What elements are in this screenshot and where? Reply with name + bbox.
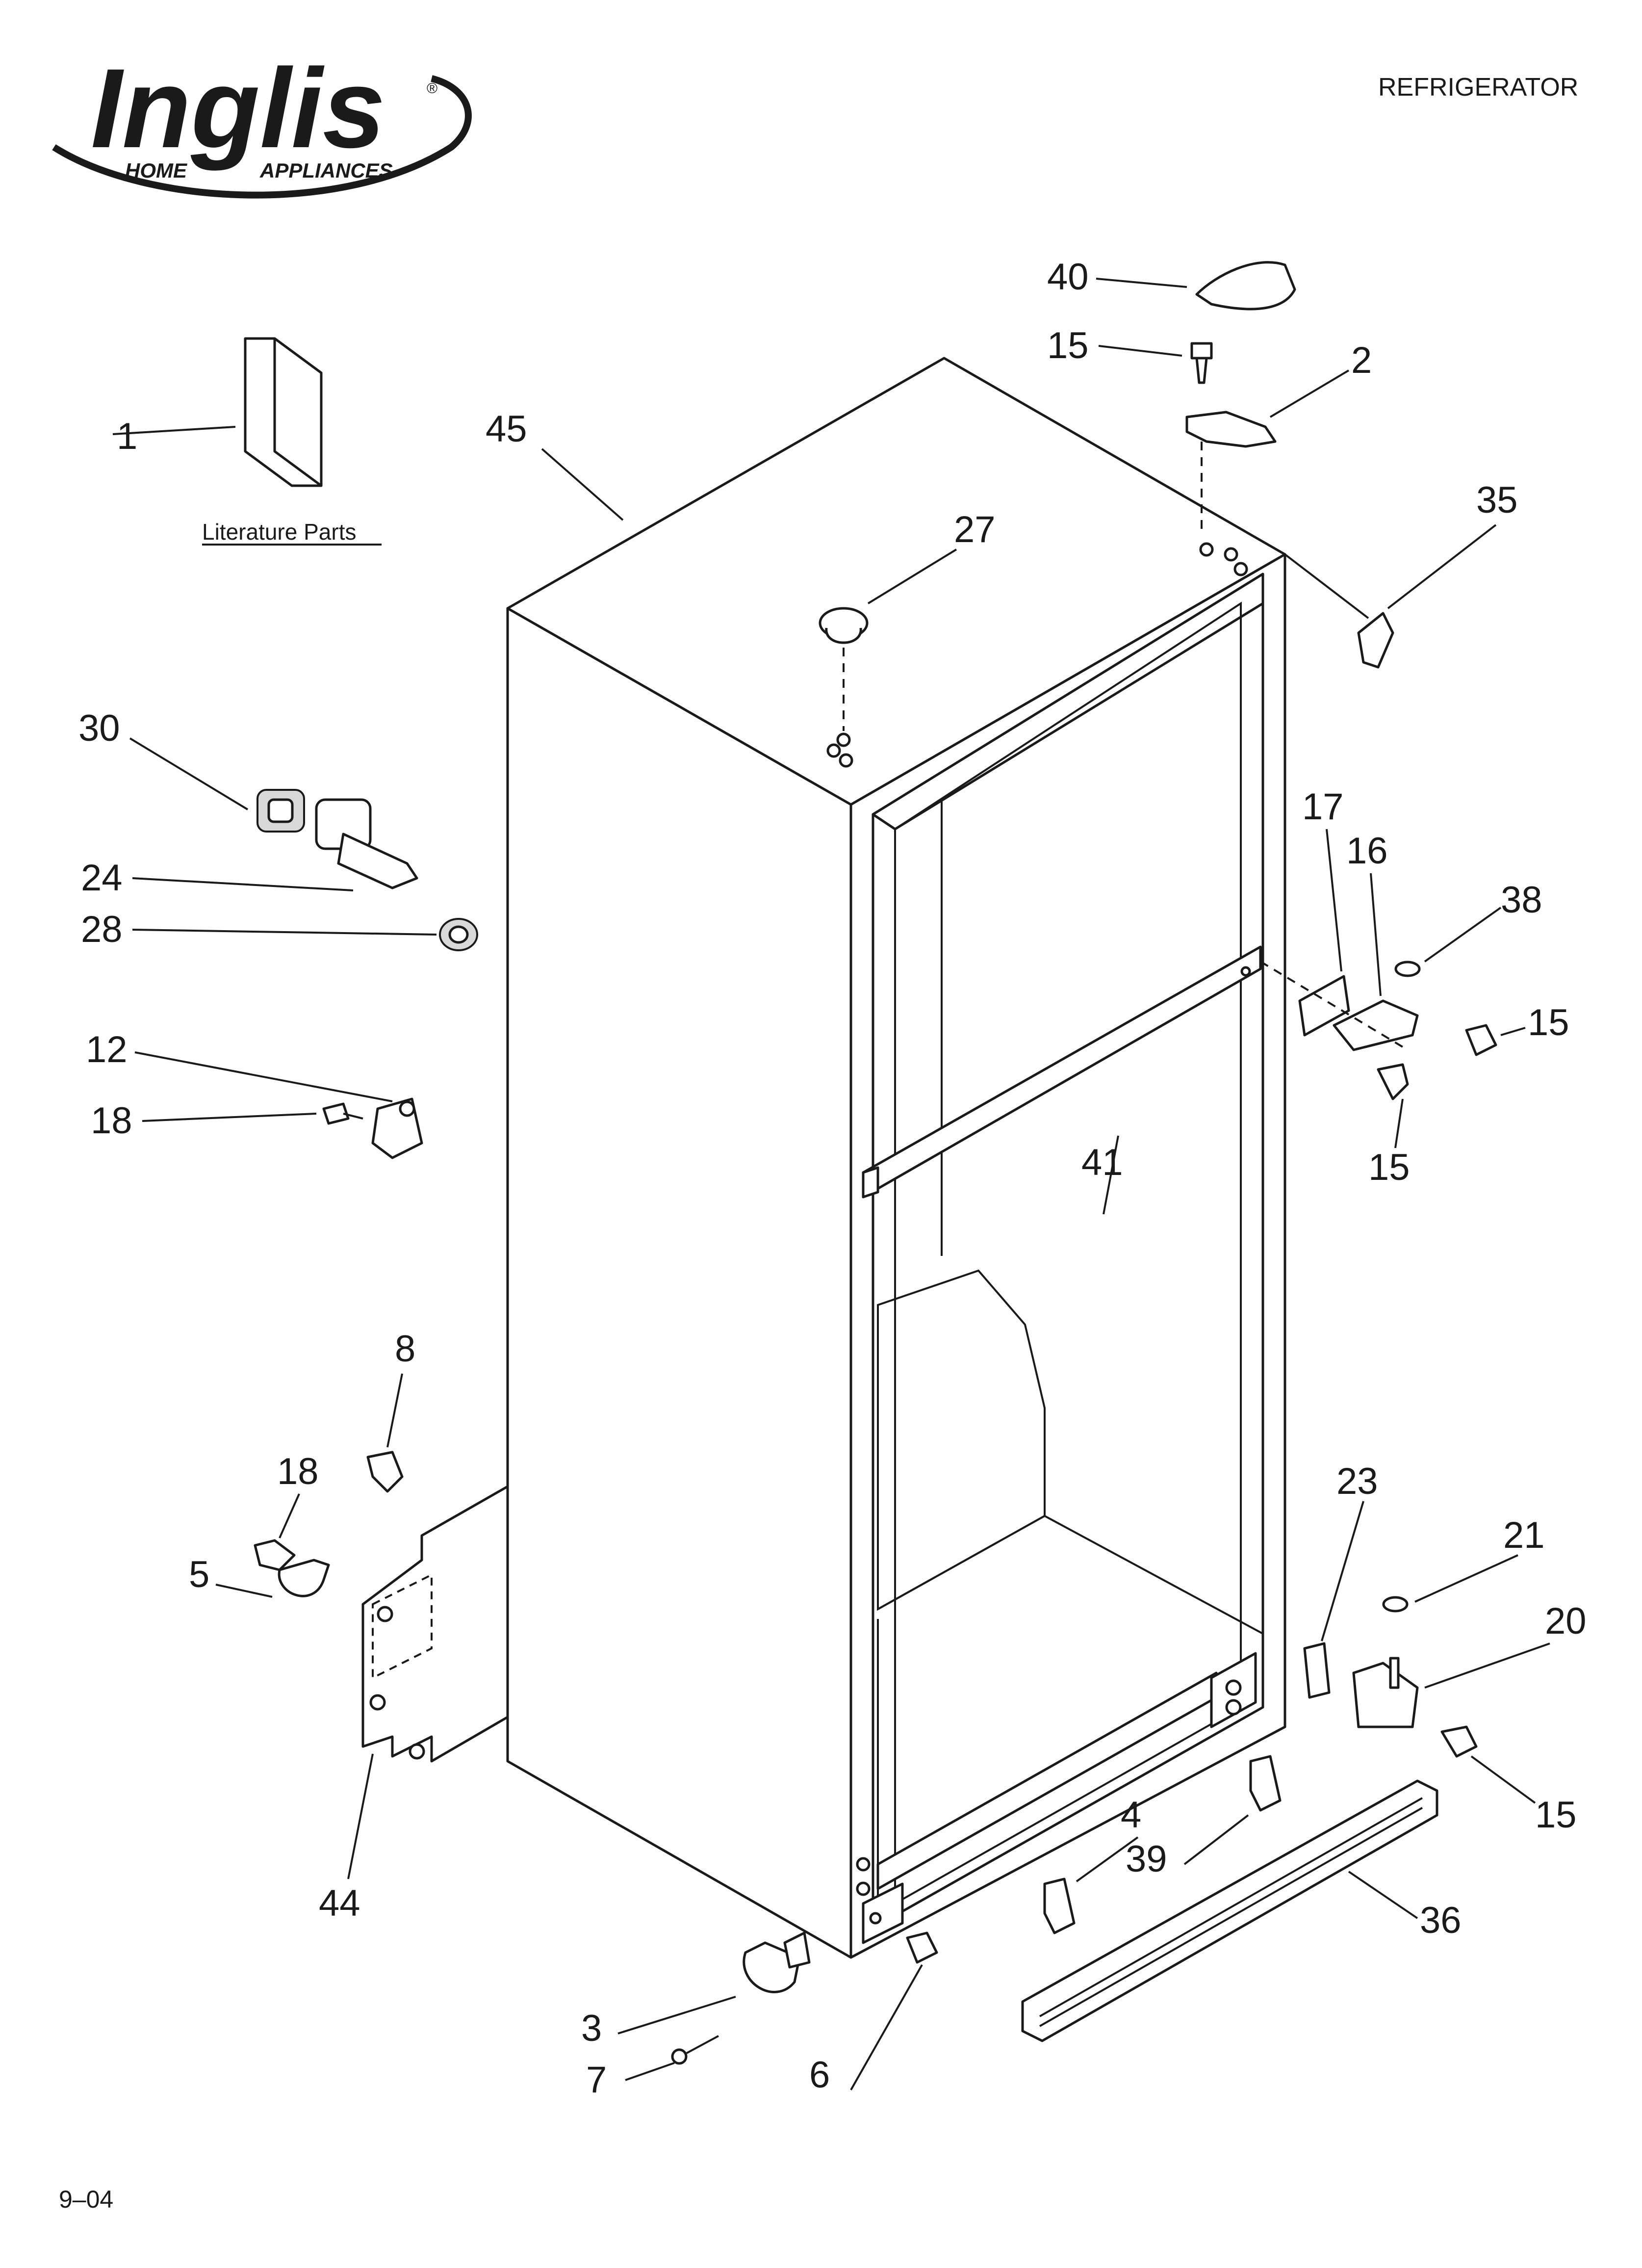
callout-39: 39 (1126, 1838, 1167, 1880)
screw-middle-b (1377, 1063, 1409, 1100)
callout-4: 4 (1121, 1794, 1141, 1836)
callout-18-upper: 18 (91, 1100, 132, 1142)
hinge-washer-38 (1394, 961, 1421, 977)
callout-15-top: 15 (1047, 325, 1089, 366)
screw-6 (906, 1931, 938, 1964)
top-hinge (1185, 411, 1277, 448)
door-stop (1357, 612, 1394, 669)
callout-40: 40 (1047, 256, 1089, 298)
screw-8 (366, 1451, 404, 1493)
hinge-washer-21 (1382, 1596, 1409, 1613)
grille-clip-4 (1043, 1877, 1076, 1934)
screw-middle-a (1465, 1024, 1497, 1056)
callout-2: 2 (1351, 339, 1372, 381)
callout-numbers: 1 45 27 40 15 2 35 30 24 28 12 18 17 16 … (78, 256, 1587, 2101)
callout-8: 8 (395, 1328, 415, 1370)
callout-36: 36 (1420, 1900, 1462, 1941)
hinge-cover-top (1195, 261, 1296, 311)
screw-18-lower (254, 1539, 296, 1571)
callout-23: 23 (1336, 1460, 1378, 1502)
bottom-hinge-shim (1303, 1642, 1331, 1699)
callout-16: 16 (1346, 830, 1388, 872)
callout-5: 5 (189, 1554, 209, 1595)
brand-tagline-appliances: APPLIANCES (259, 159, 393, 182)
callout-45: 45 (486, 408, 527, 450)
brand-name: Inglis (91, 45, 385, 171)
callout-20: 20 (1545, 1600, 1587, 1642)
refrigerator-cabinet (506, 357, 1286, 1959)
callout-7: 7 (586, 2059, 607, 2101)
callout-17: 17 (1302, 786, 1344, 828)
machine-compartment-cover (361, 1485, 509, 1763)
leveling-roller (743, 1931, 811, 1993)
callout-15-bottom: 15 (1535, 1794, 1577, 1836)
wire-clamp (278, 1559, 330, 1597)
toe-grille (1021, 1779, 1438, 2042)
registered-mark: ® (427, 80, 437, 97)
middle-hinge-shim (1298, 975, 1350, 1037)
callout-28: 28 (81, 909, 123, 950)
callout-30: 30 (78, 707, 120, 749)
callout-1: 1 (117, 416, 137, 457)
screw-bottom-hinge (1440, 1725, 1478, 1758)
callout-24: 24 (81, 857, 123, 899)
plug-button (819, 607, 869, 644)
light-switch-assembly (257, 789, 478, 951)
callout-38: 38 (1501, 879, 1542, 921)
grille-clip-39 (1249, 1755, 1282, 1812)
callout-27: 27 (954, 509, 996, 550)
wire-clip-upper (322, 1097, 423, 1159)
callout-3: 3 (581, 2007, 602, 2049)
bottom-hinge (1352, 1657, 1419, 1728)
brand-tagline-home: HOME (125, 159, 188, 182)
screw-top (1190, 342, 1213, 384)
callout-44: 44 (319, 1882, 360, 1924)
callout-12: 12 (86, 1029, 128, 1070)
literature-caption: Literature Parts (202, 519, 356, 545)
brand-logo: Inglis ® HOME APPLIANCES (52, 45, 472, 199)
callout-6: 6 (809, 2054, 830, 2096)
callout-21: 21 (1503, 1514, 1545, 1556)
leader-lines (112, 278, 1550, 2090)
callout-15-middle-right: 15 (1528, 1002, 1569, 1043)
roller-pin (671, 2035, 719, 2065)
callout-41: 41 (1081, 1142, 1123, 1183)
literature-booklet (244, 337, 323, 487)
callout-15-middle: 15 (1368, 1147, 1410, 1188)
divider-rail (862, 945, 1262, 1199)
callout-18-lower: 18 (277, 1451, 319, 1492)
middle-hinge (1333, 999, 1419, 1051)
callout-35: 35 (1476, 479, 1518, 521)
date-code: 9–04 (59, 2186, 113, 2213)
section-title: REFRIGERATOR (1378, 73, 1578, 102)
